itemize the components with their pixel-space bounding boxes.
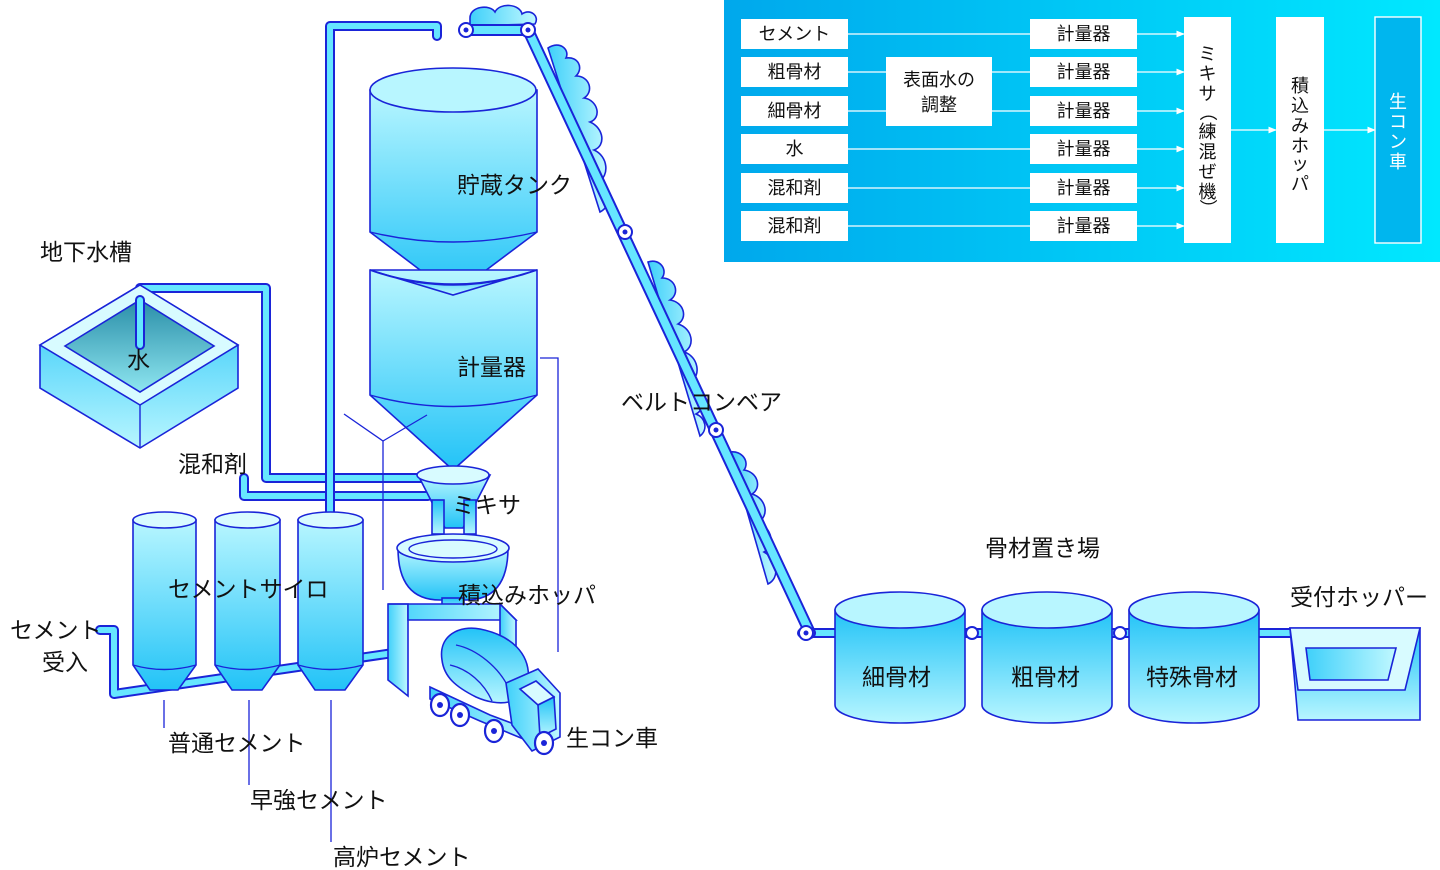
conveyor-rollers	[458, 22, 1127, 641]
flow-weigher-4: 計量器	[1057, 139, 1111, 160]
flow-hopper-c1: 込	[1291, 96, 1309, 117]
flow-truck-c0: 生	[1389, 92, 1407, 113]
flow-hopper-c5: パ	[1291, 174, 1309, 195]
underground-water-tank	[38, 284, 240, 449]
flow-mixer-c7: 機	[1199, 182, 1217, 203]
mixer	[416, 465, 492, 535]
silo-blast	[297, 511, 364, 691]
flow-input-cement: セメント	[759, 24, 831, 45]
weigher-hopper	[369, 269, 538, 472]
process-flowchart: セメント 粗骨材 細骨材 水 混和剤 混和剤 表面水の 調整 計量器 計量器 計…	[724, 0, 1440, 262]
bin-coarse	[981, 591, 1113, 724]
flow-lines	[848, 30, 1376, 230]
label-mixer-truck: 生コン車	[566, 726, 658, 752]
flow-mixer-c1: キ	[1199, 64, 1217, 85]
label-early-cement: 早強セメント	[250, 788, 388, 814]
loading-hopper	[387, 533, 518, 698]
flow-weigher-2: 計量器	[1057, 62, 1111, 83]
flow-hopper: 積 込 み ホ ッ パ	[1276, 17, 1324, 243]
flow-mixer: ミ キ サ （ 練 混 ぜ 機 ）	[1184, 17, 1231, 243]
flow-surface-water-line1: 表面水の	[903, 70, 975, 91]
cement-silos	[132, 511, 364, 691]
label-coarse-aggregate: 粗骨材	[1011, 665, 1080, 691]
label-receiving-hopper: 受付ホッパー	[1290, 585, 1428, 611]
flow-hopper-c2: み	[1291, 116, 1309, 137]
label-blast-cement: 高炉セメント	[333, 845, 471, 870]
label-storage-tank: 貯蔵タンク	[457, 173, 572, 199]
bin-fine	[834, 591, 966, 724]
label-mixer: ミキサ	[452, 493, 521, 519]
flow-surface-water: 表面水の 調整	[886, 57, 992, 126]
label-cement-silo: セメントサイロ	[168, 577, 329, 603]
label-normal-cement: 普通セメント	[168, 731, 306, 757]
label-loading-hopper: 積込みホッパ	[458, 583, 596, 609]
flow-inputs: セメント 粗骨材 細骨材 水 混和剤 混和剤	[741, 19, 848, 241]
diagram-labels: 地下水槽 水 混和剤 貯蔵タンク 計量器 ミキサ 積込みホッパ ベルトコンベア …	[10, 173, 1428, 870]
label-underground-tank: 地下水槽	[40, 240, 132, 266]
flow-mixer-c5: 混	[1199, 142, 1217, 163]
label-water: 水	[127, 348, 150, 374]
label-aggregate-yard: 骨材置き場	[985, 536, 1100, 562]
flow-input-water: 水	[786, 139, 804, 160]
flow-input-fine: 細骨材	[768, 101, 822, 122]
flow-truck-c2: ン	[1389, 132, 1407, 153]
flow-hopper-c4: ッ	[1291, 154, 1309, 175]
belt-conveyor	[458, 4, 1127, 641]
label-belt-conveyor: ベルトコンベア	[621, 390, 782, 416]
label-weigher: 計量器	[457, 355, 526, 381]
flow-mixer-c4: 練	[1199, 122, 1217, 143]
label-cement-receive-1: セメント	[10, 618, 102, 644]
flow-mixer-c3: （	[1197, 103, 1218, 121]
silo-early	[214, 511, 281, 691]
aggregate-yard	[834, 591, 1260, 724]
flow-mixer-c2: サ	[1199, 84, 1217, 105]
bin-special	[1128, 591, 1260, 724]
flow-truck-c1: コ	[1389, 112, 1407, 133]
flow-mixer-c8: ）	[1197, 199, 1218, 217]
receiving-hopper	[1289, 627, 1422, 721]
label-special-aggregate: 特殊骨材	[1146, 665, 1238, 691]
flow-weighers: 計量器 計量器 計量器 計量器 計量器 計量器	[1030, 19, 1137, 241]
flow-surface-water-line2: 調整	[921, 95, 957, 116]
flow-weigher-1: 計量器	[1057, 24, 1111, 45]
mixer-truck	[429, 627, 561, 756]
flow-weigher-3: 計量器	[1057, 101, 1111, 122]
flow-truck-c3: 車	[1389, 152, 1407, 173]
label-cement-receive-2: 受入	[42, 650, 88, 676]
flow-input-admixture-1: 混和剤	[768, 178, 822, 199]
flow-input-admixture-2: 混和剤	[768, 216, 822, 237]
flow-input-coarse: 粗骨材	[768, 62, 822, 83]
label-admixture: 混和剤	[178, 452, 247, 478]
flow-hopper-c0: 積	[1291, 76, 1309, 97]
leader-lines	[163, 357, 559, 842]
flow-truck: 生 コ ン 車	[1374, 16, 1422, 244]
flow-weigher-5: 計量器	[1057, 178, 1111, 199]
storage-tank	[369, 67, 538, 297]
flow-mixer-c0: ミ	[1199, 44, 1217, 65]
flow-hopper-c3: ホ	[1291, 136, 1309, 157]
flow-weigher-6: 計量器	[1057, 216, 1111, 237]
label-fine-aggregate: 細骨材	[862, 665, 931, 691]
flow-mixer-c6: ぜ	[1199, 162, 1217, 183]
silo-normal	[132, 511, 197, 691]
